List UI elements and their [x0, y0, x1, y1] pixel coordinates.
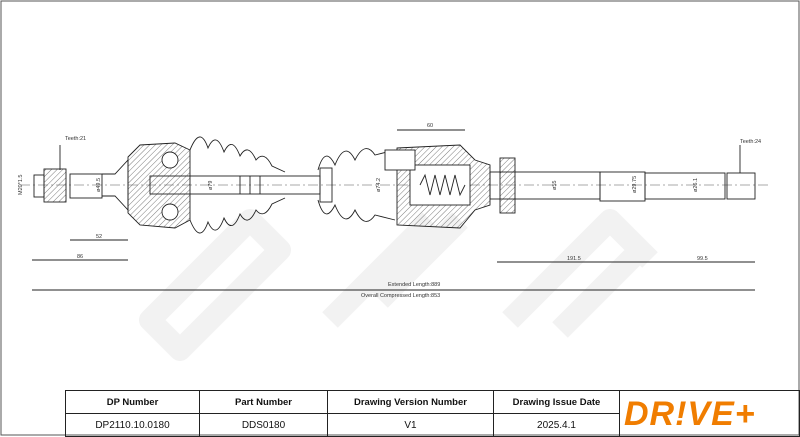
dia-shaft-mid-label: ø29.75	[632, 176, 638, 193]
svg-text:DR!VE+: DR!VE+	[624, 395, 756, 433]
drive-logo: DR!VE+	[624, 395, 756, 433]
right-teeth-label: Teeth:24	[740, 139, 761, 145]
title-block: DP Number Part Number Drawing Version Nu…	[65, 390, 800, 437]
value-part-number: DDS0180	[199, 413, 328, 437]
dia-outer-joint-label: ø79	[208, 181, 214, 190]
header-dp-number: DP Number	[65, 390, 200, 414]
header-part-number: Part Number	[199, 390, 328, 414]
dia-bearing-label: ø55	[552, 181, 558, 190]
dim-191-5: 191.5	[567, 256, 581, 262]
dim-52: 52	[96, 234, 102, 240]
value-issue-date: 2025.4.1	[493, 413, 620, 437]
header-drawing-version: Drawing Version Number	[327, 390, 494, 414]
dimension-labels: Teeth:21 M20*1.5 ø49.5 ø79 52 86 60 ø74.…	[18, 123, 761, 299]
left-teeth-label: Teeth:21	[65, 136, 86, 142]
compressed-length: Overall Compressed Length:853	[361, 293, 440, 299]
value-drawing-version: V1	[327, 413, 494, 437]
dia-inner-joint-label: ø74.2	[376, 178, 382, 192]
dim-99-5: 99.5	[697, 256, 708, 262]
thread-label: M20*1.5	[18, 175, 24, 196]
shaft-outline	[32, 129, 756, 291]
header-issue-date: Drawing Issue Date	[493, 390, 620, 414]
extended-length: Extended Length:889	[388, 282, 440, 288]
dim-60: 60	[427, 123, 433, 129]
value-dp-number: DP2110.10.0180	[65, 413, 200, 437]
dia-left-label: ø49.5	[96, 178, 102, 192]
dia-shaft-end-label: ø26.1	[693, 178, 699, 192]
dim-86: 86	[77, 254, 83, 260]
